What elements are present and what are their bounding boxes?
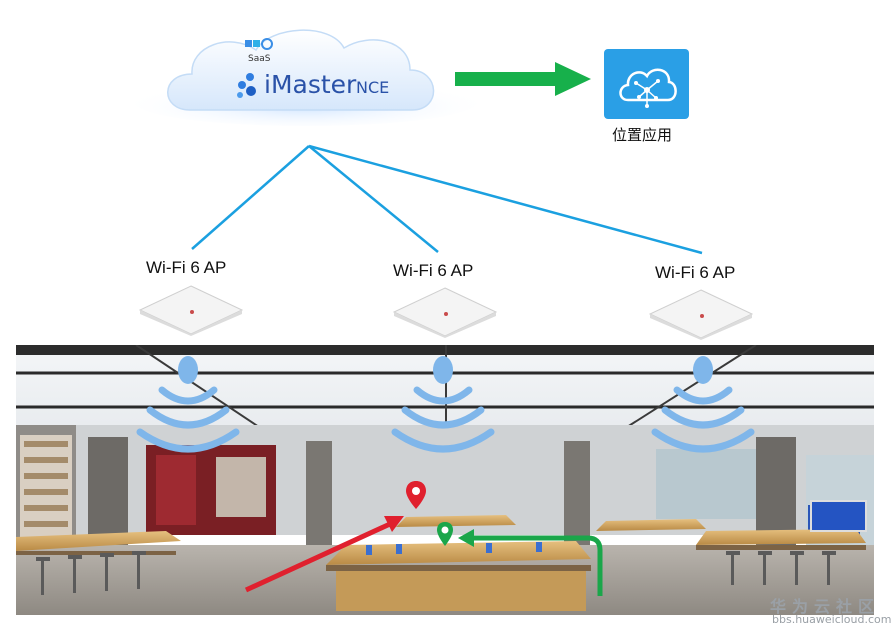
ap-label-1: Wi-Fi 6 AP bbox=[146, 258, 227, 277]
location-app-label: 位置应用 bbox=[612, 126, 673, 144]
saas-label: SaaS bbox=[248, 54, 271, 64]
link-ap-3 bbox=[308, 144, 703, 255]
link-ap-1 bbox=[191, 145, 310, 250]
ap-device-1 bbox=[138, 285, 244, 336]
ap-device-3 bbox=[648, 289, 754, 340]
red-arrow-head bbox=[384, 516, 404, 532]
flow-arrow bbox=[455, 62, 591, 96]
location-pin-icon bbox=[437, 522, 453, 546]
watermark-url: bbs.huaweicloud.com bbox=[772, 613, 892, 626]
wifi-signal-3 bbox=[651, 356, 755, 453]
watermark-cn: 华为云社区 bbox=[770, 597, 881, 616]
brand-suffix: NCE bbox=[356, 78, 390, 97]
saas-icon bbox=[245, 38, 273, 50]
link-ap-2 bbox=[308, 145, 439, 253]
green-arrow-head bbox=[458, 529, 474, 547]
imaster-logo-icon bbox=[237, 73, 256, 98]
wifi-signal-2 bbox=[391, 356, 495, 453]
red-path-arrow bbox=[244, 521, 392, 593]
cloud-network-icon bbox=[619, 68, 677, 108]
ap-label-3: Wi-Fi 6 AP bbox=[655, 263, 736, 282]
ap-device-2 bbox=[392, 287, 498, 338]
wifi-signal-1 bbox=[136, 356, 240, 453]
user-paths bbox=[244, 516, 603, 596]
location-pin-icon bbox=[406, 481, 426, 509]
brand-main: iMaster bbox=[264, 70, 357, 99]
cloud-graphic bbox=[134, 29, 478, 126]
green-path-arrow bbox=[470, 535, 603, 596]
network-links bbox=[191, 144, 703, 255]
ap-label-2: Wi-Fi 6 AP bbox=[393, 261, 474, 280]
